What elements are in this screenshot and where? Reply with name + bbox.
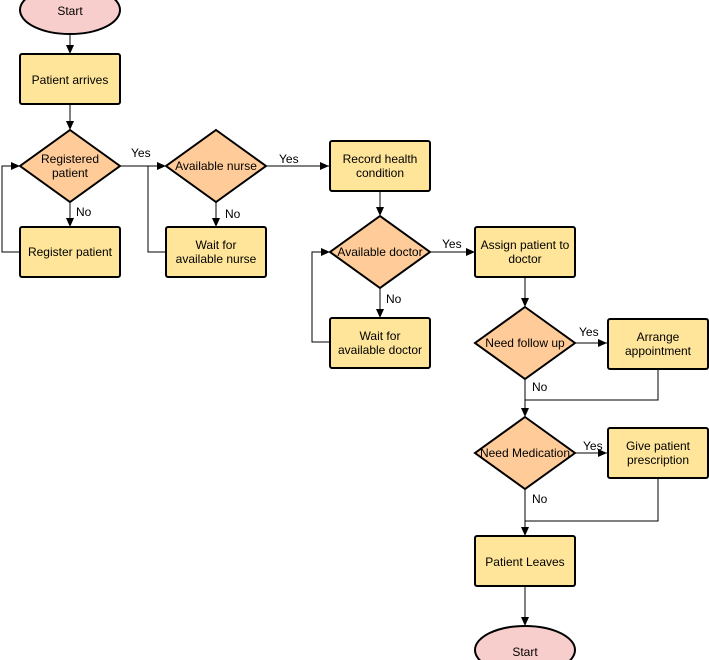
need-medication-label: Need Medication [480,446,570,460]
register-patient-label: Register patient [28,245,113,259]
edges [1,33,659,626]
edge-arrange-merge [525,369,659,401]
end-terminal[interactable]: Start [474,625,576,660]
edge-labels: Yes No Yes No Yes No Yes No Yes No [76,146,603,506]
registered-patient-label-line2: patient [52,166,89,180]
available-nurse-decision[interactable]: Available nurse [164,128,268,204]
give-prescription-label-line1: Give patient [626,439,691,453]
medication-no-label: No [532,492,548,506]
patient-arrives-label: Patient arrives [32,73,109,87]
registered-yes-label: Yes [131,146,151,160]
start-label: Start [57,4,83,18]
available-doctor-decision[interactable]: Available doctor [328,214,432,290]
record-health-label-line1: Record health [343,152,418,166]
edge-wait-doctor-loop [311,248,330,343]
registered-patient-label-line1: Registered [41,152,99,166]
followup-no-label: No [532,380,548,394]
doctor-yes-label: Yes [442,237,462,251]
edge-register-loop [1,162,20,253]
wait-nurse-label-line2: available nurse [176,252,257,266]
give-prescription-process[interactable]: Give patient prescription [607,427,709,479]
followup-yes-label: Yes [579,325,599,339]
start-terminal[interactable]: Start [19,0,121,35]
register-patient-process[interactable]: Register patient [19,226,121,278]
edge-wait-nurse-loop [147,166,166,253]
wait-doctor-label-line2: available doctor [338,343,422,357]
registered-patient-decision[interactable]: Registered patient [18,128,122,204]
arrange-appointment-process[interactable]: Arrange appointment [607,318,709,370]
nurse-no-label: No [225,207,241,221]
edge-prescription-merge [525,478,659,522]
record-health-label-line2: condition [356,166,404,180]
patient-arrives-process[interactable]: Patient arrives [19,53,121,105]
available-doctor-label: Available doctor [337,245,422,259]
record-health-process[interactable]: Record health condition [329,140,431,192]
wait-doctor-label-line1: Wait for [360,329,401,343]
medication-yes-label: Yes [583,439,603,453]
assign-doctor-process[interactable]: Assign patient to doctor [474,226,576,278]
arrange-appointment-label-line1: Arrange [637,330,680,344]
nurse-yes-label: Yes [279,152,299,166]
available-nurse-label: Available nurse [175,159,257,173]
assign-doctor-label-line2: doctor [508,252,541,266]
registered-no-label: No [76,205,92,219]
doctor-no-label: No [386,292,402,306]
need-follow-up-decision[interactable]: Need follow up [473,305,577,381]
end-start-label: Start [512,645,538,659]
patient-leaves-label: Patient Leaves [485,555,564,569]
need-follow-up-label: Need follow up [485,336,565,350]
arrange-appointment-label-line2: appointment [625,344,692,358]
give-prescription-label-line2: prescription [627,453,689,467]
wait-nurse-process[interactable]: Wait for available nurse [165,226,267,278]
assign-doctor-label-line1: Assign patient to [481,238,570,252]
patient-leaves-process[interactable]: Patient Leaves [474,535,576,587]
wait-nurse-label-line1: Wait for [196,238,237,252]
need-medication-decision[interactable]: Need Medication [473,415,577,491]
wait-doctor-process[interactable]: Wait for available doctor [329,317,431,369]
